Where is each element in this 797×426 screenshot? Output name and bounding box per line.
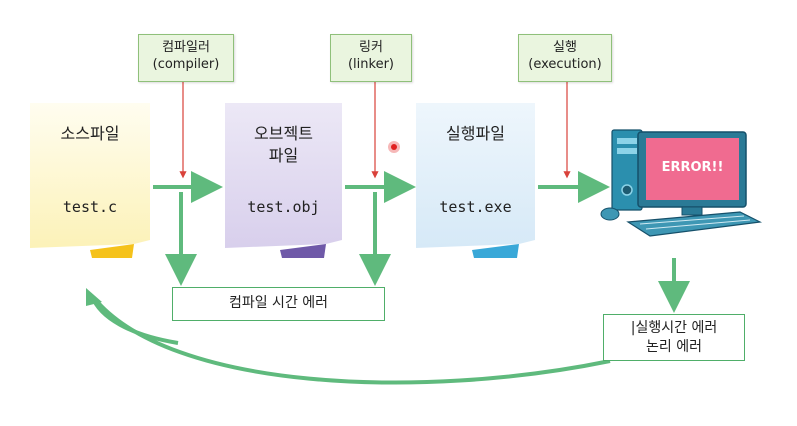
- runtime-error-label: |실행시간 에러: [630, 320, 718, 336]
- object-title-line1: 오브젝트: [254, 124, 313, 143]
- compile-error-box: 컴파일 시간 에러: [172, 287, 385, 321]
- runtime-error-box: |실행시간 에러 논리 에러: [603, 314, 745, 361]
- runtime-feedback-curve: [92, 296, 611, 385]
- compile-error-label: 컴파일 시간 에러: [228, 295, 329, 311]
- compile-feedback-curve: [90, 295, 179, 345]
- linker-label: 링커: [359, 40, 383, 55]
- linker-tag: 링커 (linker): [330, 34, 412, 82]
- source-title: 소스파일: [60, 124, 120, 143]
- compiler-label: 컴파일러: [162, 40, 210, 55]
- source-note-text: 소스파일 test.c: [30, 103, 150, 243]
- computer-icon: [600, 129, 763, 237]
- exec-title: 실행파일: [446, 124, 505, 143]
- cursor-dot: [388, 141, 400, 153]
- source-filename: test.c: [62, 198, 118, 216]
- compiler-label-en: (compiler): [152, 57, 220, 72]
- object-title-line2: 파일: [268, 146, 299, 165]
- error-screen-text: ERROR!!: [661, 160, 724, 175]
- logic-error-label: 논리 에러: [646, 339, 702, 355]
- execution-label: 실행: [553, 40, 577, 55]
- object-filename: test.obj: [247, 198, 320, 216]
- object-file-note: [225, 103, 342, 258]
- compiler-tag: 컴파일러 (compiler): [138, 34, 234, 82]
- linker-label-en: (linker): [347, 57, 394, 72]
- feedback-arrowhead: [86, 288, 102, 306]
- exec-filename: test.exe: [439, 198, 512, 216]
- exec-file-note: [416, 103, 535, 258]
- exec-note-text: 실행파일 test.exe: [416, 103, 535, 243]
- source-file-note: [30, 103, 150, 258]
- execution-label-en: (execution): [528, 57, 602, 72]
- execution-tag: 실행 (execution): [518, 34, 612, 82]
- object-note-text: 오브젝트 파일 test.obj: [225, 103, 342, 243]
